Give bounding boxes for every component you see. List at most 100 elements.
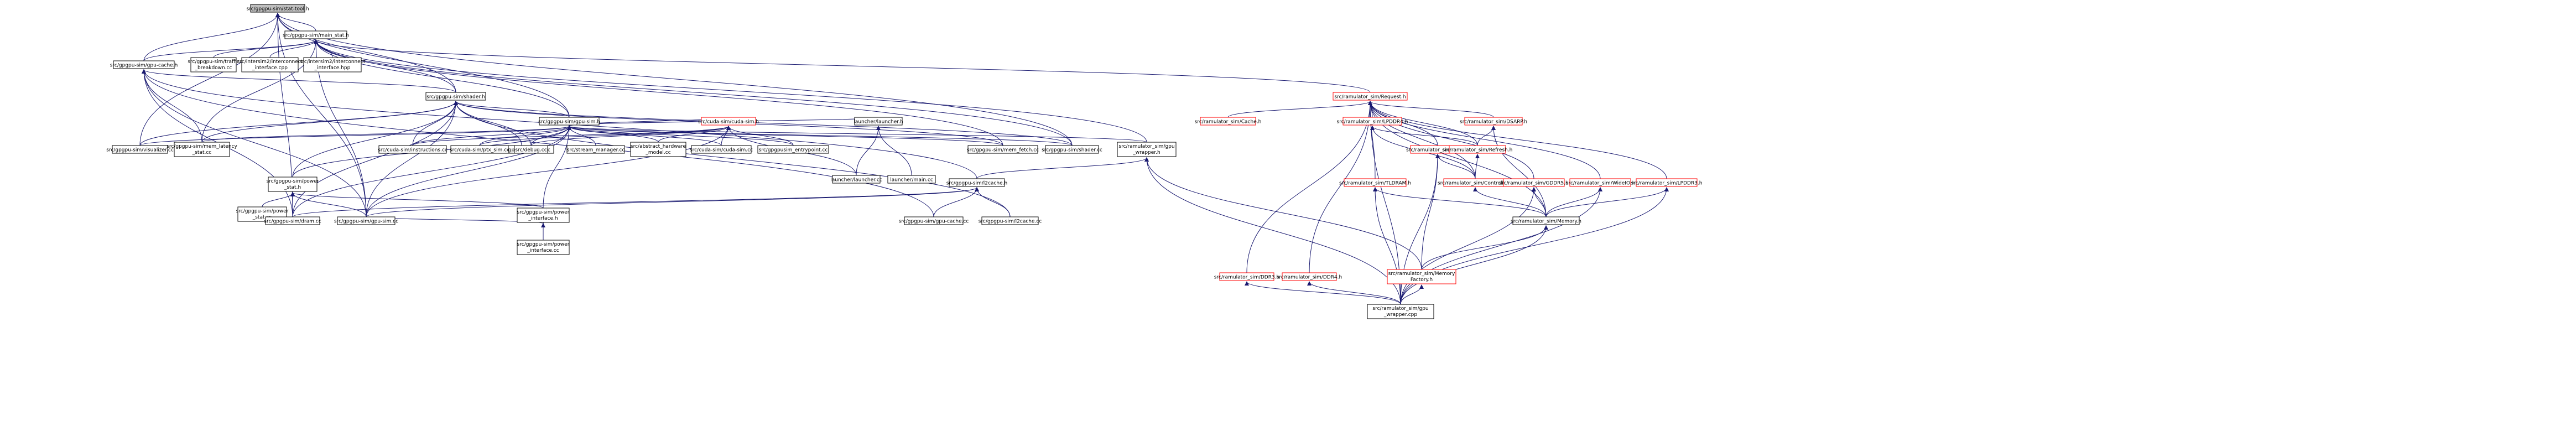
file-node-ramulator-wrapper-h[interactable]: src/ramulator_sim/gpu_wrapper.h: [1117, 142, 1177, 157]
include-edge: [1400, 284, 1424, 305]
file-node-label: src/ramulator_sim/DDR4.h: [1277, 275, 1342, 281]
include-edge: [139, 101, 458, 146]
file-node-gpu-cache-h[interactable]: src/gpgpu-sim/gpu-cache.h: [110, 60, 178, 69]
file-node-ram-lpddr4[interactable]: src/ramulator_sim/LPDDR4.h: [1337, 117, 1408, 126]
file-node-gpgpusim-entry[interactable]: src/gpgpusim_entrypoint.cc: [757, 145, 829, 154]
include-edge: [366, 101, 458, 217]
include-edge: [1307, 281, 1401, 305]
include-edge: [567, 126, 1147, 143]
include-edge: [142, 69, 934, 217]
file-node-visualizer-cc[interactable]: src/gpgpu-sim/visualizer.cc: [106, 145, 174, 154]
file-node-box: [303, 57, 362, 72]
file-node-box: [854, 117, 903, 126]
include-edge: [1144, 157, 1422, 270]
file-node-box: [981, 216, 1039, 225]
file-node-intersim-iface-h[interactable]: src/intersim2/interconnect_interface.hpp: [300, 57, 366, 72]
file-node-ram-gddr5[interactable]: src/ramulator_sim/GDDR5.h: [1499, 178, 1569, 187]
file-node-ram-wideio[interactable]: src/ramulator_sim/WideIO.h: [1566, 178, 1635, 187]
file-node-traffic-bd[interactable]: src/gpgpu-sim/traffic_breakdown.cc: [188, 57, 240, 72]
file-node-label: src/gpgpu-sim/power: [267, 179, 319, 184]
include-edge: [530, 126, 731, 146]
file-node-shader-h[interactable]: src/gpgpu-sim/shader.h: [425, 92, 486, 101]
include-edge: [201, 126, 571, 143]
file-node-main-stat[interactable]: src/gpgpu-sim/main_stat.h: [283, 30, 349, 39]
include-edge: [1400, 187, 1669, 305]
file-node-box: [904, 216, 964, 225]
include-edge: [1400, 187, 1602, 305]
file-node-label: _stat.h: [284, 185, 301, 190]
file-node-l2cache-h[interactable]: src/gpgpu-sim/l2cache.h: [946, 178, 1007, 187]
file-node-box: [425, 92, 486, 101]
file-node-ram-cache[interactable]: src/ramulator_sim/Cache.h: [1195, 117, 1262, 126]
include-edge: [876, 126, 912, 176]
file-node-label: _wrapper.cpp: [1383, 312, 1417, 318]
file-node-box: [265, 216, 320, 225]
file-node-cuda-ptx-sim[interactable]: src/cuda-sim/ptx_sim.cc: [450, 145, 509, 154]
file-node-cuda-instructions[interactable]: src/cuda-sim/instructions.cc: [378, 145, 447, 154]
file-node-ram-controller[interactable]: src/ramulator_sim/Controller.h: [1438, 178, 1513, 187]
file-node-mem-fetch[interactable]: src/gpgpu-sim/mem_fetch.cc: [967, 145, 1039, 154]
file-node-mem-latency[interactable]: src/gpgpu-sim/mem_latency_stat.cc: [166, 142, 237, 157]
file-nodes: src/gpgpu-sim/stat-tool.h src/gpgpu-sim/m…: [106, 4, 1702, 319]
file-node-gpu-sim-cc[interactable]: src/gpgpu-sim/gpu-sim.cc: [334, 216, 398, 225]
file-node-power-iface-h[interactable]: src/gpgpu-sim/power_interface.h: [517, 207, 570, 223]
file-node-label: src/gpgpu-sim/power: [517, 210, 570, 215]
file-node-ram-ddr4[interactable]: src/ramulator_sim/DDR4.h: [1277, 272, 1342, 281]
include-edge: [1246, 101, 1372, 273]
file-node-launcher-h[interactable]: launcher/launcher.h: [854, 117, 903, 126]
include-edge: [412, 126, 731, 146]
file-node-box: [112, 145, 168, 154]
include-edge: [275, 13, 316, 32]
file-node-label: src/gpgpu-sim/power: [517, 242, 570, 247]
file-node-box: [1342, 117, 1402, 126]
file-node-ram-dsarp[interactable]: src/ramulator_sim/DSARP.h: [1460, 117, 1527, 126]
file-node-launcher-main[interactable]: launcher/main.cc: [887, 175, 936, 184]
file-node-l2cache-cc[interactable]: src/gpgpu-sim/l2cache.cc: [979, 216, 1042, 225]
file-node-label: src/cuda-sim/cuda-sim.h: [698, 120, 759, 125]
file-node-label: src/gpgpu-sim/gpu-sim.cc: [334, 219, 398, 225]
file-node-ram-lpddr3[interactable]: src/ramulator_sim/LPDDR3.h: [1631, 178, 1703, 187]
file-node-box: [1512, 216, 1580, 225]
file-node-box: [1367, 304, 1434, 319]
include-edge: [142, 69, 456, 93]
file-node-label: launcher/main.cc: [890, 178, 933, 183]
file-node-cuda-sim-cc[interactable]: src/cuda-sim/cuda-sim.cc: [690, 145, 753, 154]
file-node-ram-wrapper-cpp[interactable]: src/ramulator_sim/gpu_wrapper.cpp: [1367, 304, 1434, 319]
include-edge: [479, 126, 571, 146]
file-node-ram-memctrl[interactable]: src/ramulator_sim/Memory.h: [1511, 216, 1581, 225]
file-node-ram-refresh[interactable]: src/ramulator_sim/Refresh.h: [1443, 145, 1513, 154]
include-edge: [292, 187, 979, 217]
include-edge: [1368, 101, 1476, 179]
file-node-label: _stat.cc: [252, 215, 272, 220]
file-node-ram-tldram[interactable]: src/ramulator_sim/TLDRAM.h: [1339, 178, 1411, 187]
file-node-ram-ddr3[interactable]: src/ramulator_sim/DDR3.h: [1214, 272, 1280, 281]
file-node-stream-manager[interactable]: src/stream_manager.cc: [566, 145, 625, 154]
file-node-box: [268, 177, 318, 192]
file-node-abstract-hw[interactable]: src/abstract_hardware_model.cc: [630, 142, 686, 157]
include-edge: [1400, 187, 1536, 305]
include-edge: [292, 101, 458, 178]
file-node-gpu-sim-h[interactable]: src/gpgpu-sim/gpu-sim.h: [538, 117, 600, 126]
file-node-box: [1503, 178, 1565, 187]
file-node-power-stat-h[interactable]: src/gpgpu-sim/power_stat.h: [267, 177, 319, 192]
file-node-intersim-iface-cpp[interactable]: src/intersim2/interconnect_interface.cpp: [237, 57, 303, 72]
file-node-ram-request[interactable]: src/ramulator_sim/Request.h: [1333, 92, 1408, 101]
include-edge: [292, 126, 571, 217]
file-node-box: [630, 142, 686, 157]
include-edge: [142, 69, 202, 143]
include-edge: [1368, 101, 1478, 146]
file-node-stat-tool-cc[interactable]: src/debug.cc: [514, 145, 548, 154]
file-node-label: src/ramulator_sim/WideIO.h: [1566, 181, 1635, 186]
file-node-box: [1200, 117, 1256, 126]
file-node-shader-cc[interactable]: src/gpgpu-sim/shader.cc: [1042, 145, 1102, 154]
file-node-box: [1333, 92, 1408, 101]
file-node-launcher-cc[interactable]: launcher/launcher.cc: [830, 175, 882, 184]
file-node-box: [514, 145, 548, 154]
file-node-gpu-cache-cc[interactable]: src/gpgpu-sim/gpu-cache.cc: [899, 216, 969, 225]
file-node-label: src/gpgpu-sim/stat-tool.h: [246, 7, 309, 12]
file-node-cuda-sim-h[interactable]: src/cuda-sim/cuda-sim.h: [698, 117, 759, 126]
file-node-power-iface-cc[interactable]: src/gpgpu-sim/power_interface.cc: [517, 240, 570, 255]
file-node-dram-cc[interactable]: src/gpgpu-sim/dram.cc: [264, 216, 321, 225]
file-node-label: src/ramulator_sim/TLDRAM.h: [1339, 181, 1411, 186]
